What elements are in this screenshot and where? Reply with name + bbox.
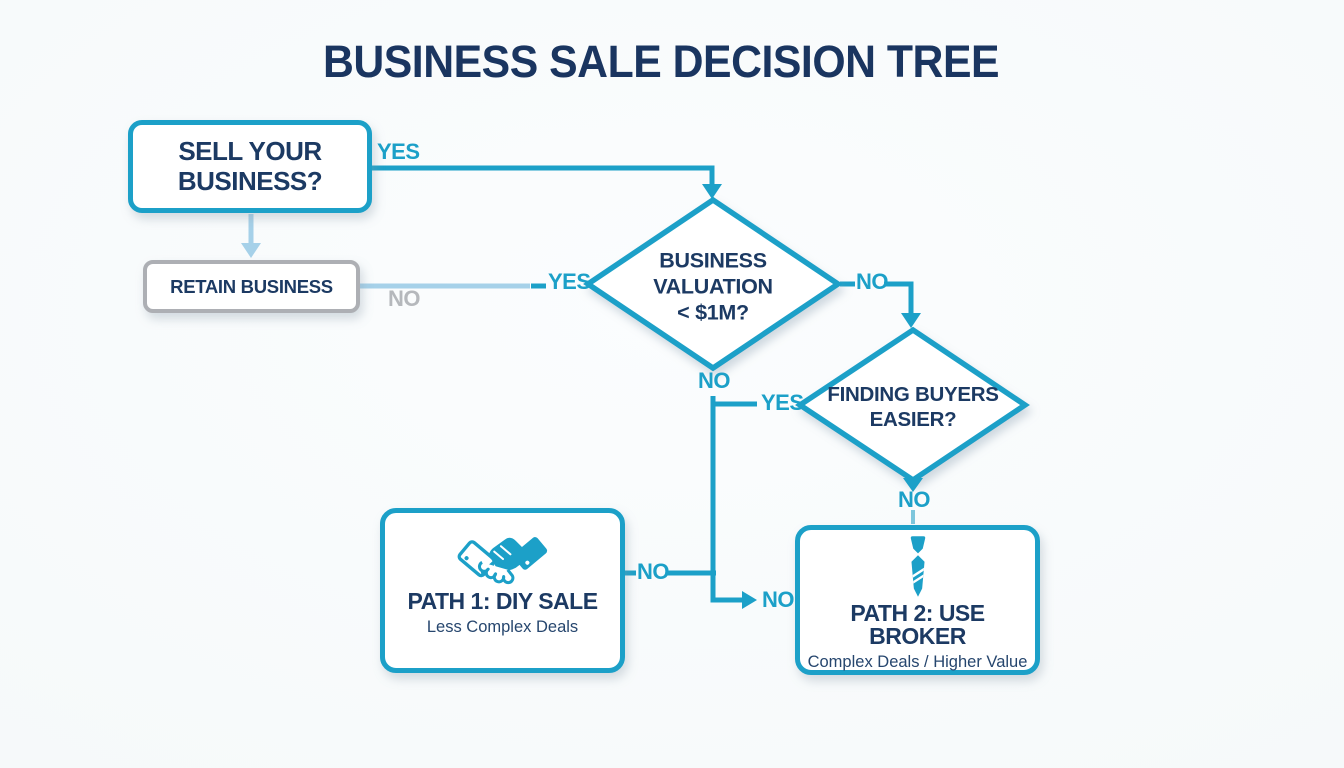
valuation-diamond bbox=[583, 196, 843, 372]
buyers-line-1: FINDING BUYERS bbox=[827, 383, 999, 406]
handshake-icon bbox=[457, 537, 547, 585]
buyers-line-2: EASIER? bbox=[869, 408, 957, 431]
connector-sell-yes bbox=[372, 165, 715, 186]
arrowhead-into-buyers bbox=[901, 313, 921, 328]
valuation-diamond-text: BUSINESS VALUATION < $1M? bbox=[653, 248, 773, 327]
label-valuation-yes: YES bbox=[548, 269, 591, 294]
label-path1-no: NO bbox=[637, 559, 670, 584]
arrowhead-into-valuation bbox=[702, 184, 722, 199]
arrowhead-into-path2 bbox=[742, 591, 757, 609]
path1-diy-sale-box: PATH 1: DIY SALE Less Complex Deals bbox=[380, 508, 625, 673]
label-valuation-no-right: NO bbox=[856, 269, 889, 294]
arrowhead-into-retain bbox=[241, 243, 261, 258]
sell-box-label: SELL YOUR BUSINESS? bbox=[177, 136, 323, 196]
label-to-path2-no: NO bbox=[762, 587, 795, 612]
arrowhead-buyers-no bbox=[903, 478, 923, 492]
label-sell-yes: YES bbox=[377, 139, 420, 164]
label-retain-no: NO bbox=[388, 286, 421, 311]
path2-subtitle: Complex Deals / Higher Value bbox=[807, 652, 1028, 671]
path1-title: PATH 1: DIY SALE bbox=[407, 588, 598, 614]
buyers-diamond-text: FINDING BUYERS EASIER? bbox=[827, 382, 999, 432]
label-valuation-no-down: NO bbox=[698, 368, 731, 393]
path1-subtitle: Less Complex Deals bbox=[426, 618, 579, 636]
connector-valuation-no-down bbox=[710, 396, 743, 603]
valuation-line-2: VALUATION bbox=[653, 274, 773, 299]
tie-icon bbox=[910, 536, 925, 597]
label-buyers-no: NO bbox=[898, 487, 931, 512]
valuation-line-1: BUSINESS bbox=[659, 248, 767, 273]
path2-title: PATH 2: USE BROKER bbox=[850, 599, 985, 649]
sell-your-business-box: SELL YOUR BUSINESS? bbox=[128, 120, 372, 213]
retain-business-box: RETAIN BUSINESS bbox=[143, 260, 360, 313]
label-buyers-yes: YES bbox=[761, 390, 804, 415]
retain-box-label: RETAIN BUSINESS bbox=[170, 275, 333, 297]
page-title: BUSINESS SALE DECISION TREE bbox=[322, 36, 1000, 87]
path2-use-broker-box: PATH 2: USE BROKER Complex Deals / Highe… bbox=[795, 525, 1040, 675]
valuation-line-3: < $1M? bbox=[677, 301, 749, 326]
